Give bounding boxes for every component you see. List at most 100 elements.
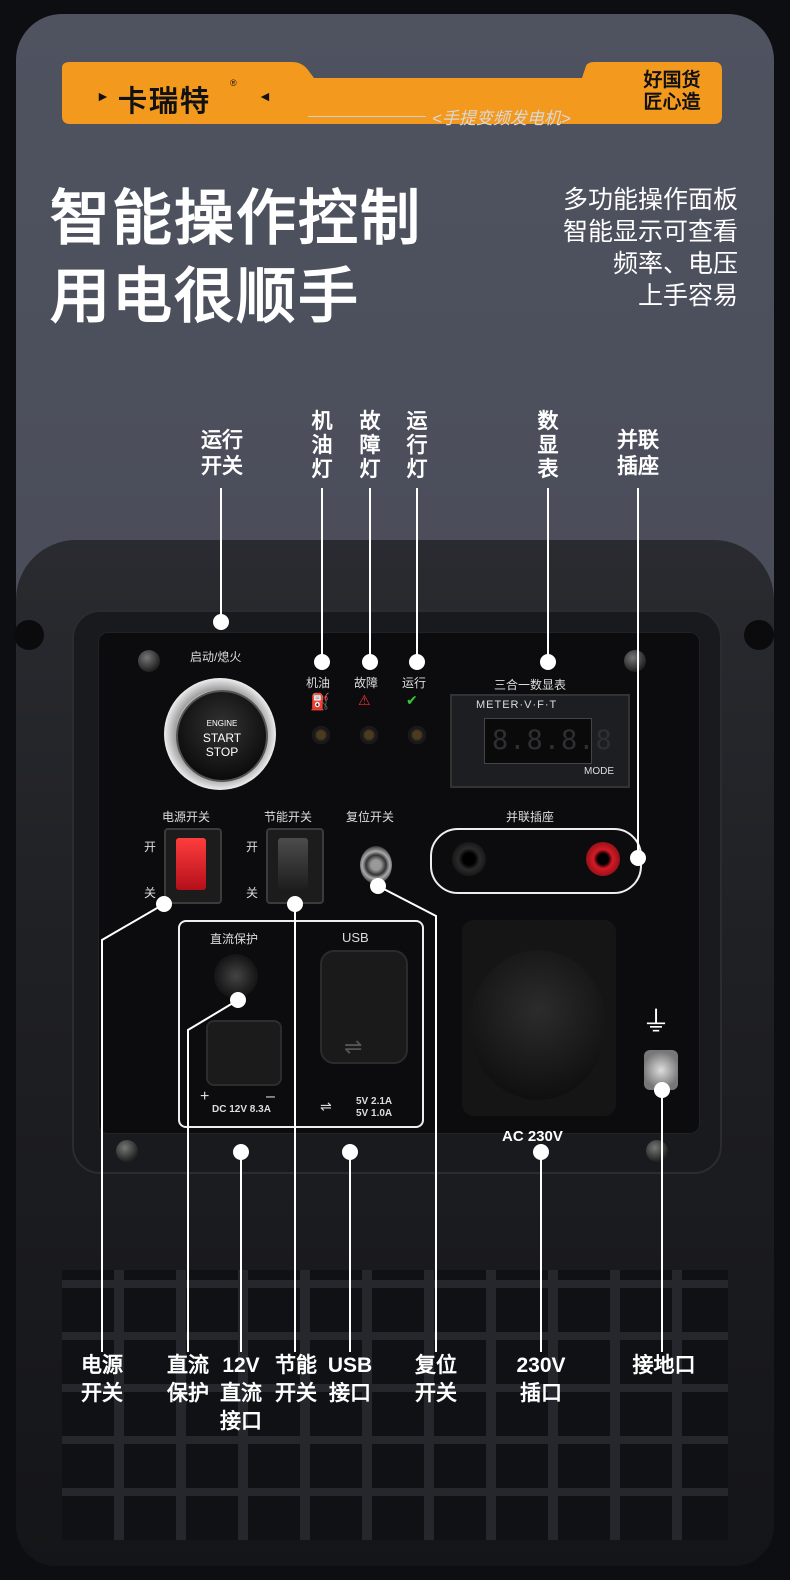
slogan-line-2: 匠心造 bbox=[643, 92, 701, 113]
reset-button[interactable] bbox=[360, 846, 392, 884]
bottom-power-switch-2: 开关 bbox=[81, 1382, 123, 1405]
callout-dot bbox=[370, 878, 386, 894]
desc-line-4: 上手容易 bbox=[637, 282, 738, 310]
bottom-eco-switch-1: 节能 bbox=[275, 1354, 317, 1377]
bottom-ac-230v-2: 插口 bbox=[520, 1382, 562, 1405]
power-rocker-switch[interactable] bbox=[164, 828, 222, 904]
screw-icon bbox=[138, 650, 160, 672]
power-switch-face[interactable] bbox=[176, 838, 206, 890]
mount-hole bbox=[14, 620, 44, 650]
callout-dot bbox=[362, 654, 378, 670]
on-label: 开 bbox=[246, 840, 259, 854]
run-engine-icon: ✔ bbox=[406, 692, 418, 708]
fault-engine-icon: ⚠ bbox=[358, 692, 371, 708]
headline-line-1: 智能操作控制 bbox=[50, 185, 422, 252]
eco-rocker-switch[interactable] bbox=[266, 828, 324, 904]
callout-parallel-2: 插座 bbox=[617, 455, 659, 478]
side-description: 多功能操作面板 智能显示可查看 频率、电压 上手容易 bbox=[563, 184, 738, 312]
bottom-usb-2: 接口 bbox=[329, 1382, 371, 1405]
bottom-ground: 接地口 bbox=[632, 1354, 696, 1377]
desc-line-2: 智能显示可查看 bbox=[562, 218, 738, 246]
engine-text-3: STOP bbox=[205, 745, 239, 759]
desc-line-1: 多功能操作面板 bbox=[562, 186, 738, 214]
callout-dot bbox=[540, 654, 556, 670]
desc-line-3: 频率、电压 bbox=[612, 250, 738, 278]
callout-run-switch-1: 运行 bbox=[201, 429, 243, 452]
meter-mode-button[interactable]: MODE bbox=[584, 766, 614, 777]
engine-text-1: ENGINE bbox=[206, 719, 238, 728]
bottom-dc-12v-3: 接口 bbox=[220, 1410, 262, 1433]
subtitle-divider bbox=[308, 116, 426, 117]
usb-symbol-icon: ⇌ bbox=[344, 1034, 363, 1059]
meter-brand: METER·V·F·T bbox=[476, 699, 558, 711]
brand-bar bbox=[62, 62, 722, 124]
bottom-dc-12v: 12V 直流 接口 bbox=[215, 1352, 267, 1436]
product-subtitle: <手提变频发电机> bbox=[432, 109, 571, 128]
arrow-left-icon: ◄ bbox=[258, 88, 272, 104]
dc-12v-socket[interactable] bbox=[206, 1020, 282, 1086]
oil-indicator-led bbox=[312, 726, 330, 744]
callout-dot bbox=[287, 896, 303, 912]
ac-230v-socket-cover[interactable] bbox=[470, 950, 606, 1100]
bottom-dc-protect: 直流 保护 bbox=[162, 1352, 214, 1408]
usb-rating-2: 5V 1.0A bbox=[356, 1108, 393, 1119]
bottom-eco-switch-2: 开关 bbox=[275, 1382, 317, 1405]
dc-protect-button[interactable] bbox=[214, 954, 258, 998]
usb-ratings: 5V 2.1A 5V 1.0A bbox=[356, 1096, 392, 1120]
ac-label: AC 230V bbox=[502, 1128, 563, 1145]
engine-start-button-face[interactable] bbox=[176, 690, 268, 782]
bottom-dc-12v-2: 直流 bbox=[220, 1382, 262, 1405]
oil-label: 机油 bbox=[306, 676, 331, 690]
parallel-jack-red[interactable] bbox=[586, 842, 620, 876]
vent-grille bbox=[62, 1270, 728, 1540]
ground-symbol-icon: ⏚ bbox=[642, 1006, 671, 1037]
usb-label: USB bbox=[342, 930, 369, 945]
parallel-jack-black[interactable] bbox=[452, 842, 486, 876]
callout-meter: 数显表 bbox=[537, 410, 559, 481]
brand-name: 卡瑞特 bbox=[118, 86, 212, 118]
arrow-right-icon: ► bbox=[96, 88, 110, 104]
callout-run-switch: 运行 开关 bbox=[196, 428, 248, 480]
eco-switch-face[interactable] bbox=[278, 838, 308, 890]
bottom-ac-230v-1: 230V bbox=[516, 1354, 566, 1377]
meter-title: 三合一数显表 bbox=[494, 678, 567, 692]
callout-parallel: 并联 插座 bbox=[612, 428, 664, 480]
screw-icon bbox=[116, 1140, 138, 1162]
meter-screen bbox=[484, 718, 592, 764]
dc-minus-symbol: – bbox=[266, 1088, 275, 1105]
callout-dot bbox=[409, 654, 425, 670]
callout-oil-light: 机油灯 bbox=[311, 410, 333, 481]
bottom-reset: 复位 开关 bbox=[410, 1352, 462, 1408]
callout-dot bbox=[533, 1144, 549, 1160]
slogan-line-1: 好国货 bbox=[643, 70, 701, 91]
mount-hole bbox=[744, 620, 774, 650]
callout-fault-light: 故障灯 bbox=[359, 410, 381, 481]
bottom-power-switch-1: 电源 bbox=[81, 1354, 123, 1377]
usb-rating-1: 5V 2.1A bbox=[356, 1096, 393, 1107]
dc-protect-label: 直流保护 bbox=[210, 932, 259, 946]
bottom-usb-1: USB bbox=[327, 1354, 373, 1377]
bottom-dc-protect-2: 保护 bbox=[167, 1382, 209, 1405]
bottom-dc-12v-1: 12V bbox=[222, 1354, 260, 1377]
callout-dot bbox=[342, 1144, 358, 1160]
headline-line-2: 用电很顺手 bbox=[50, 263, 360, 330]
callout-dot bbox=[630, 850, 646, 866]
callout-run-switch-2: 开关 bbox=[201, 455, 243, 478]
bottom-dc-protect-1: 直流 bbox=[167, 1354, 209, 1377]
callout-dot bbox=[314, 654, 330, 670]
trademark: ® bbox=[230, 78, 237, 88]
bottom-ac-230v: 230V 插口 bbox=[510, 1352, 572, 1408]
dc-rating: DC 12V 8.3A bbox=[212, 1104, 271, 1115]
callout-dot bbox=[213, 614, 229, 630]
dc-plus-symbol: + bbox=[200, 1088, 210, 1105]
usb-port-cover[interactable] bbox=[320, 950, 408, 1064]
fault-label: 故障 bbox=[354, 676, 379, 690]
reset-switch-label: 复位开关 bbox=[346, 810, 395, 824]
power-switch-label: 电源开关 bbox=[162, 810, 211, 824]
eco-switch-label: 节能开关 bbox=[264, 810, 313, 824]
off-label: 关 bbox=[246, 886, 259, 900]
engine-text-2: START bbox=[202, 731, 242, 745]
callout-dot bbox=[233, 1144, 249, 1160]
